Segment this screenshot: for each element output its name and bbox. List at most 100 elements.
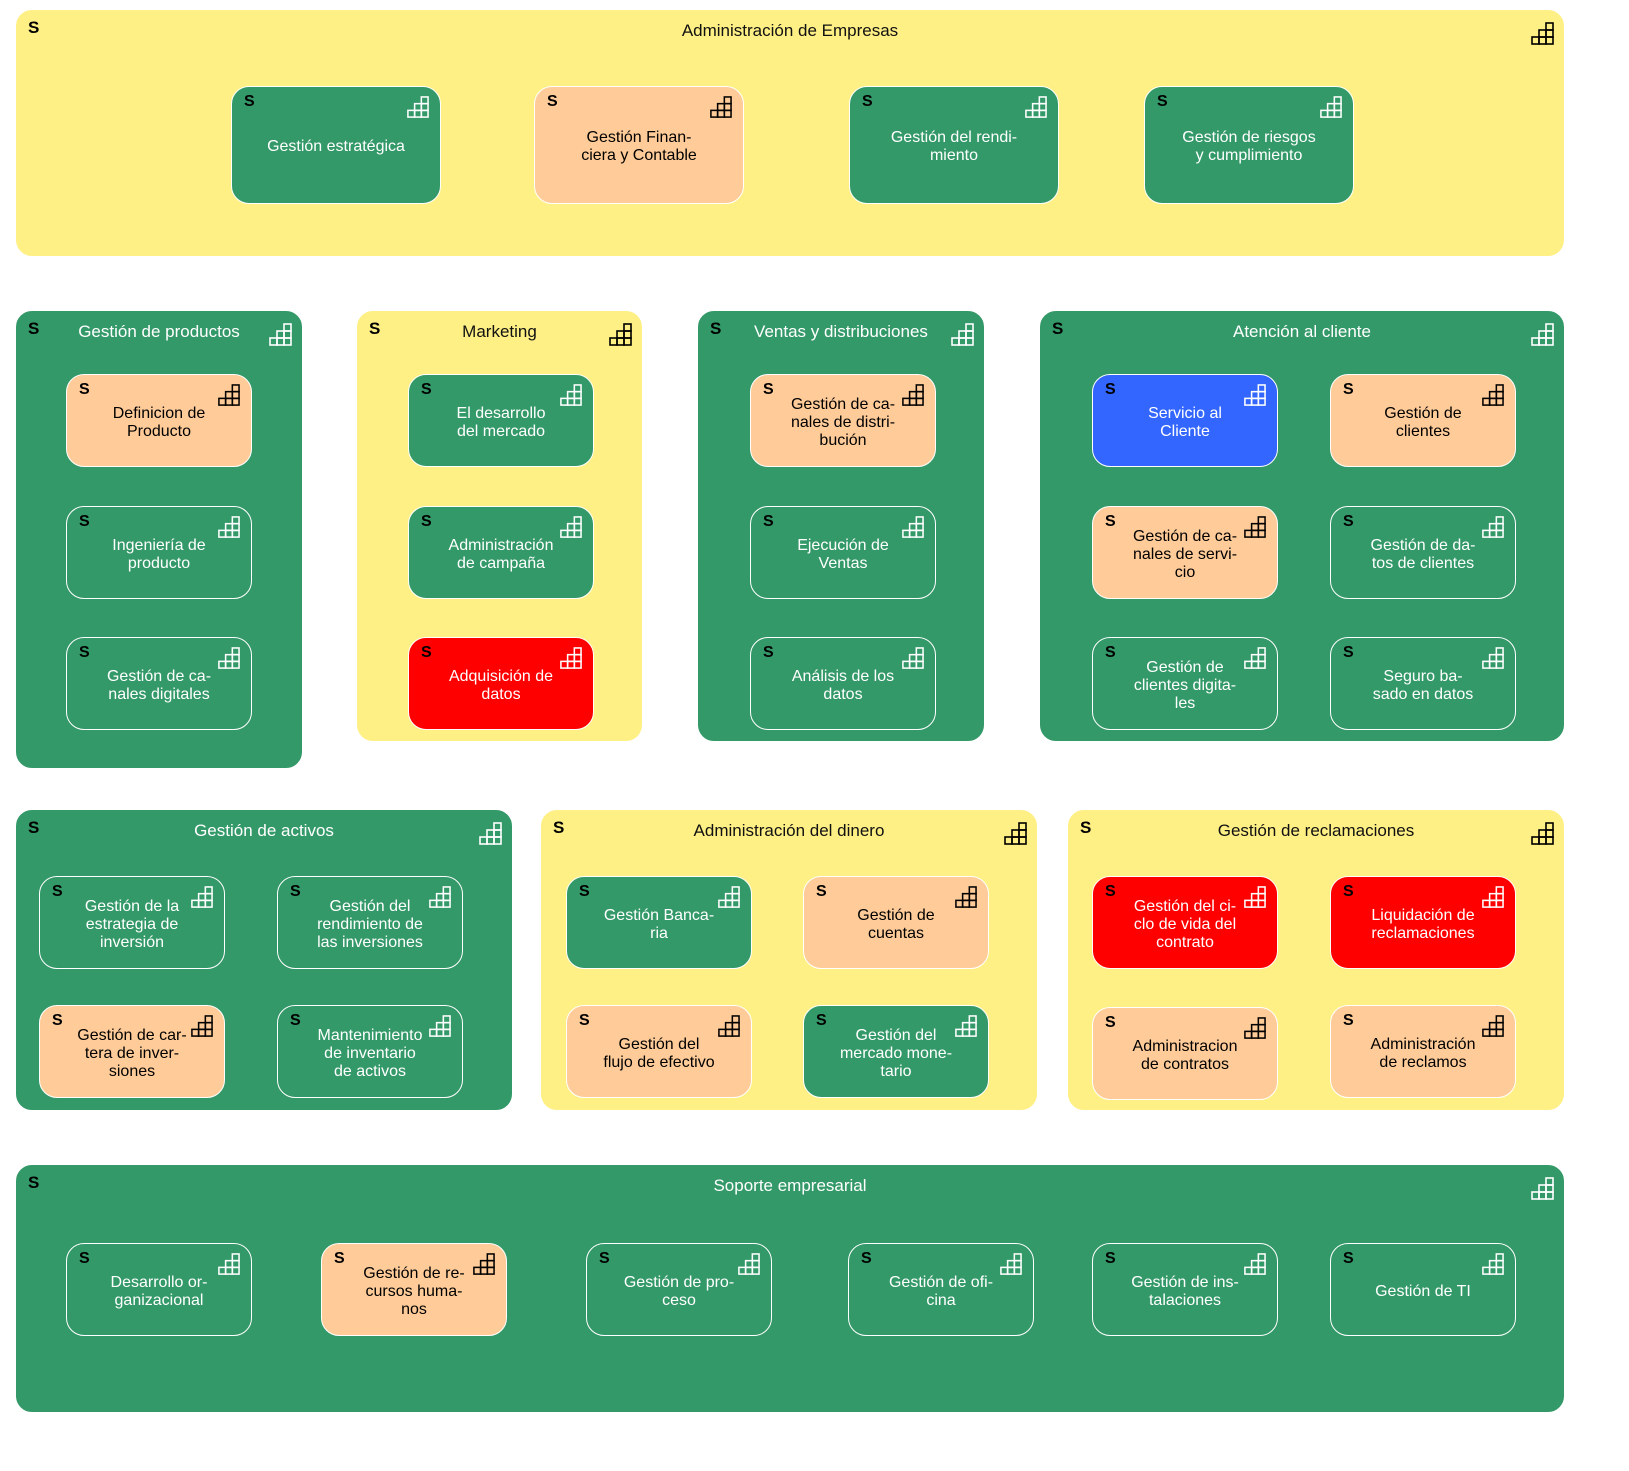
capability-gestion-instalaciones[interactable]: S Gestión de ins- talaciones [1092, 1243, 1278, 1336]
s-marker: S [1105, 883, 1116, 900]
capability-definicion-producto[interactable]: S Definicion de Producto [66, 374, 252, 467]
group-marketing: S Marketing S El desarrollo del mercado … [355, 309, 644, 743]
group-title: Marketing [462, 322, 537, 341]
capability-label: Gestión del ci- clo de vida del contrato [1133, 897, 1237, 951]
capability-icon [1243, 886, 1266, 909]
capability-label: Gestión de ins- talaciones [1131, 1273, 1239, 1309]
capability-adquisicion-datos[interactable]: S Adquisición de datos [408, 637, 594, 730]
capability-administracion-contratos[interactable]: S Administracion de contratos [1092, 1007, 1278, 1100]
s-marker: S [290, 1012, 301, 1029]
capability-canales-digitales[interactable]: S Gestión de ca- nales digitales [66, 637, 252, 730]
capability-icon [954, 886, 977, 909]
capability-label: Gestión del rendi- miento [890, 129, 1018, 164]
capability-label: Gestión del mercado mone- tario [839, 1026, 953, 1080]
s-marker: S [579, 1012, 590, 1029]
capability-servicio-cliente[interactable]: S Servicio al Cliente [1092, 374, 1278, 467]
capability-label: Administración de reclamos [1370, 1035, 1476, 1071]
capability-label: El desarrollo del mercado [456, 404, 546, 440]
group-administracion-de-empresas: S Administración de Empresas S Gestión e… [14, 8, 1566, 258]
capability-canales-servicio[interactable]: S Gestión de ca- nales de servi- cio [1092, 506, 1278, 599]
s-marker: S [28, 18, 40, 37]
capability-gestion-financiera[interactable]: S Gestión Finan- ciera y Contable [534, 86, 744, 204]
s-marker: S [52, 883, 63, 900]
s-marker: S [1105, 1014, 1116, 1031]
capability-icon [954, 1015, 977, 1038]
s-marker: S [579, 883, 590, 900]
s-marker: S [52, 1012, 63, 1029]
s-marker: S [244, 93, 255, 110]
capability-gestion-ti[interactable]: S Gestión de TI [1330, 1243, 1516, 1336]
capability-inventario-activos[interactable]: S Mantenimiento de inventario de activos [277, 1005, 463, 1098]
capability-mercado-monetario[interactable]: S Gestión del mercado mone- tario [803, 1005, 989, 1098]
capability-gestion-cuentas[interactable]: S Gestión de cuentas [803, 876, 989, 969]
capability-icon [1243, 516, 1266, 539]
s-marker: S [1343, 513, 1354, 530]
capability-label: Gestión de cuentas [857, 906, 935, 942]
capability-flujo-efectivo[interactable]: S Gestión del flujo de efectivo [566, 1005, 752, 1098]
capability-icon [999, 1253, 1022, 1276]
capability-icon [1024, 96, 1047, 119]
capability-recursos-humanos[interactable]: S Gestión de re- cursos huma- nos [321, 1243, 507, 1336]
capability-datos-clientes[interactable]: S Gestión de da- tos de clientes [1330, 506, 1516, 599]
capability-seguro-datos[interactable]: S Seguro ba- sado en datos [1330, 637, 1516, 730]
capability-label: Adquisición de datos [448, 667, 554, 703]
capability-gestion-estrategica[interactable]: S Gestión estratégica [231, 86, 441, 204]
s-marker: S [1343, 644, 1354, 661]
s-marker: S [28, 319, 40, 338]
capability-gestion-riesgos[interactable]: S Gestión de riesgos y cumplimiento [1144, 86, 1354, 204]
capability-label: Seguro ba- sado en datos [1372, 667, 1474, 703]
capability-icon [1481, 1015, 1504, 1038]
group-title: Soporte empresarial [713, 1176, 867, 1195]
capability-icon [559, 647, 582, 670]
capability-icon [217, 384, 240, 407]
capability-label: Gestión de la estrategia de inversión [84, 897, 180, 951]
capability-desarrollo-mercado[interactable]: S El desarrollo del mercado [408, 374, 594, 467]
capability-rendimiento-inversiones[interactable]: S Gestión del rendimiento de las inversi… [277, 876, 463, 969]
capability-label: Gestión de pro- ceso [623, 1273, 735, 1309]
capability-icon [1319, 96, 1342, 119]
group-title: Ventas y distribuciones [754, 322, 928, 341]
capability-desarrollo-organizacional[interactable]: S Desarrollo or- ganizacional [66, 1243, 252, 1336]
capability-ejecucion-ventas[interactable]: S Ejecución de Ventas [750, 506, 936, 599]
capability-liquidacion-reclamaciones[interactable]: S Liquidación de reclamaciones [1330, 876, 1516, 969]
capability-canales-distribucion[interactable]: S Gestión de ca- nales de distri- bución [750, 374, 936, 467]
capability-gestion-bancaria[interactable]: S Gestión Banca- ria [566, 876, 752, 969]
capability-label: Administración de campaña [448, 536, 554, 572]
capability-administracion-campana[interactable]: S Administración de campaña [408, 506, 594, 599]
capability-label: Administracion de contratos [1132, 1037, 1238, 1073]
capability-gestion-proceso[interactable]: S Gestión de pro- ceso [586, 1243, 772, 1336]
capability-ciclo-vida-contrato[interactable]: S Gestión del ci- clo de vida del contra… [1092, 876, 1278, 969]
capability-label: Gestión Banca- ria [603, 906, 715, 942]
group-title: Gestión de reclamaciones [1217, 821, 1415, 840]
capability-icon [217, 647, 240, 670]
capability-icon [1481, 516, 1504, 539]
capability-label: Gestión Finan- ciera y Contable [581, 129, 697, 164]
s-marker: S [1343, 381, 1354, 398]
capability-icon [1530, 1177, 1554, 1201]
s-marker: S [816, 1012, 827, 1029]
capability-label: Gestión del rendimiento de las inversion… [317, 897, 423, 951]
capability-icon [1243, 1017, 1266, 1040]
capability-estrategia-inversion[interactable]: S Gestión de la estrategia de inversión [39, 876, 225, 969]
capability-icon [709, 96, 732, 119]
capability-icon [428, 886, 451, 909]
capability-icon [1243, 647, 1266, 670]
group-title: Gestión de activos [194, 821, 334, 840]
capability-label: Gestión de clientes digita- les [1133, 658, 1237, 712]
capability-label: Mantenimiento de inventario de activos [317, 1026, 423, 1080]
s-marker: S [79, 513, 90, 530]
capability-label: Gestión de clientes [1384, 404, 1462, 440]
s-marker: S [1157, 93, 1168, 110]
capability-gestion-rendimiento[interactable]: S Gestión del rendi- miento [849, 86, 1059, 204]
capability-label: Gestión estratégica [267, 138, 405, 155]
capability-gestion-clientes[interactable]: S Gestión de clientes [1330, 374, 1516, 467]
capability-gestion-oficina[interactable]: S Gestión de ofi- cina [848, 1243, 1034, 1336]
capability-administracion-reclamos[interactable]: S Administración de reclamos [1330, 1005, 1516, 1098]
capability-ingenieria-producto[interactable]: S Ingeniería de producto [66, 506, 252, 599]
capability-cartera-inversiones[interactable]: S Gestión de car- tera de inver- siones [39, 1005, 225, 1098]
s-marker: S [1343, 883, 1354, 900]
capability-clientes-digitales[interactable]: S Gestión de clientes digita- les [1092, 637, 1278, 730]
capability-analisis-datos[interactable]: S Análisis de los datos [750, 637, 936, 730]
s-marker: S [28, 1173, 40, 1192]
s-marker: S [369, 319, 381, 338]
